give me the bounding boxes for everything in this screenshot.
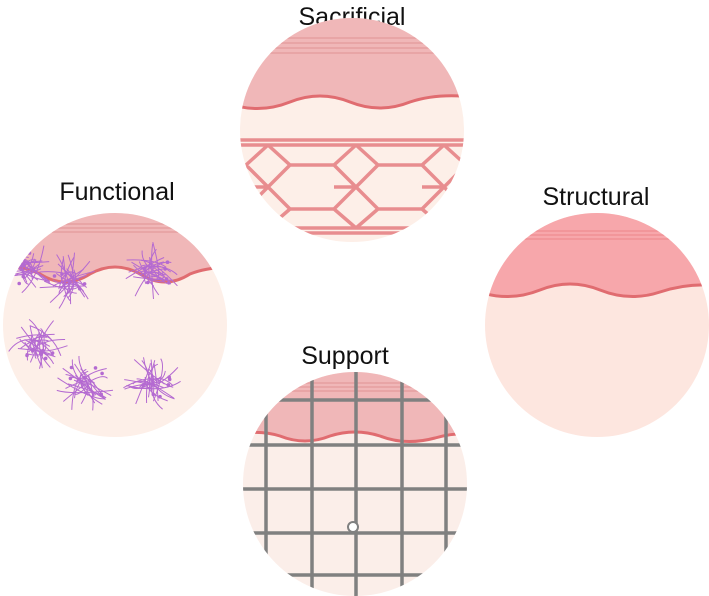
fiber-cluster [125, 241, 178, 300]
structural-skin-section [485, 213, 709, 437]
sacrificial-honeycomb-scaffold [240, 138, 464, 235]
structural-epidermis [485, 213, 709, 297]
sacrificial-skin-section [240, 18, 464, 242]
support-skin-section [243, 372, 467, 596]
support-panel: Support [243, 342, 467, 596]
structural-basement-line [485, 282, 709, 298]
sacrificial-panel: Sacrificial [240, 3, 464, 242]
structural-panel: Structural [485, 183, 709, 437]
support-mesh-node-ring [347, 521, 359, 533]
fiber-cluster [123, 357, 181, 410]
fiber-cluster [8, 319, 68, 369]
functional-skin-section [3, 213, 227, 437]
functional-panel: Functional [3, 178, 227, 437]
structural-label: Structural [543, 183, 650, 211]
functional-fiber-clusters [3, 241, 181, 411]
sacrificial-basement-line [240, 94, 464, 110]
fiber-cluster [56, 355, 114, 411]
fiber-cluster [39, 252, 95, 309]
support-label: Support [301, 342, 389, 370]
functional-label: Functional [59, 178, 174, 206]
